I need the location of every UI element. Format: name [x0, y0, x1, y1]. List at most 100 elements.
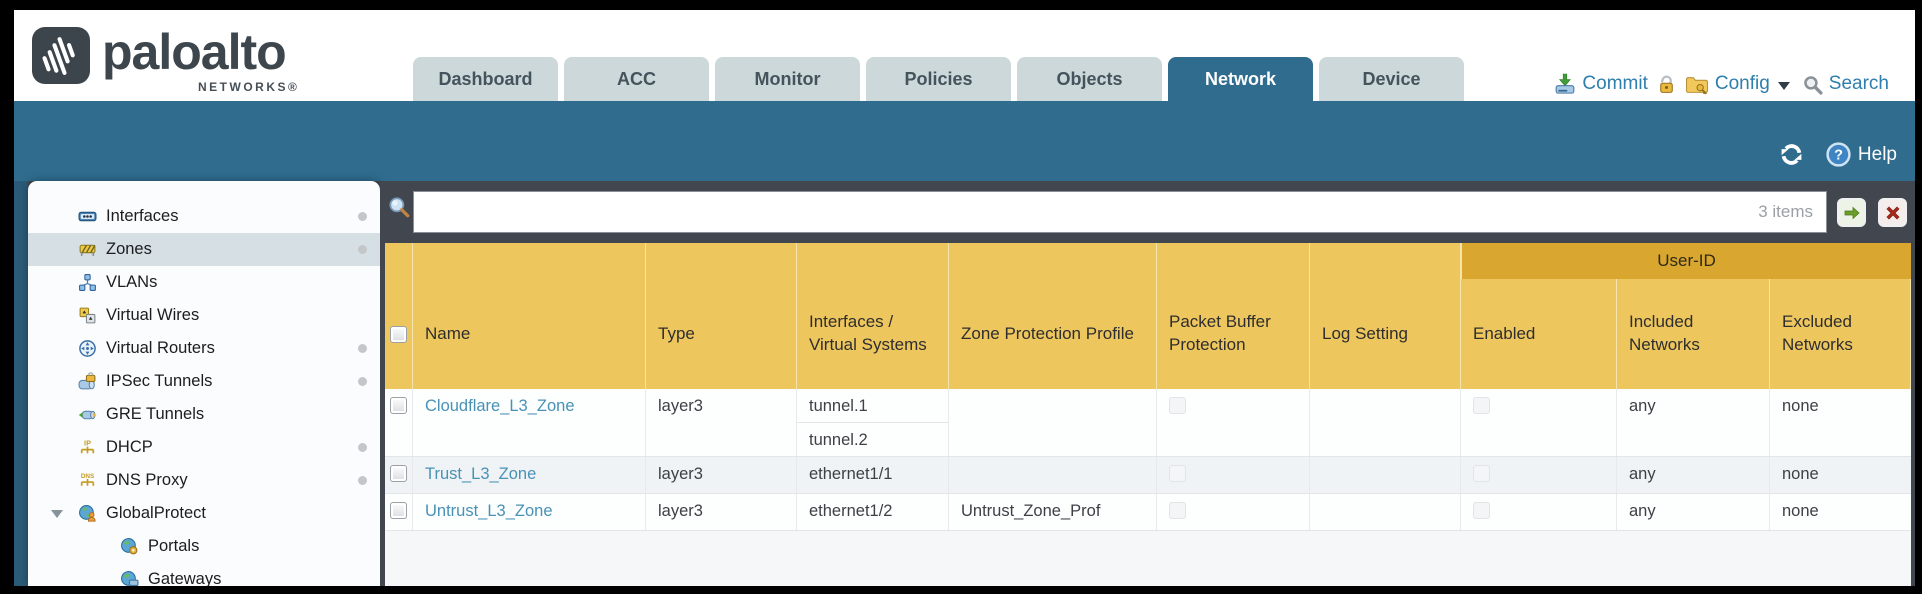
green-arrow-icon: [1843, 204, 1861, 222]
sidebar-item-globalprotect[interactable]: GlobalProtect: [28, 497, 380, 530]
row-checkbox[interactable]: [390, 465, 407, 482]
column-header-label: Name: [425, 323, 471, 343]
gre-tunnels-icon: [78, 405, 97, 424]
virtual-routers-icon: [78, 339, 97, 358]
excluded-networks-cell: none: [1782, 397, 1819, 415]
zones-table: Name Type Interfaces / Virtual Systems Zone…: [385, 243, 1911, 586]
sidebar-item-gateways[interactable]: Gateways: [28, 563, 380, 586]
select-all-checkbox[interactable]: [390, 325, 407, 343]
virtual-wires-icon: [78, 306, 97, 325]
user-id-enabled-cell: [1461, 389, 1617, 456]
group-header-label: User-ID: [1657, 251, 1716, 270]
ipsec-tunnels-icon: [78, 372, 97, 391]
sidebar-item-label: GRE Tunnels: [106, 405, 205, 423]
chevron-down-icon: [1777, 82, 1790, 90]
user-id-group-header: User-ID: [1461, 243, 1911, 279]
lock-icon[interactable]: [1656, 74, 1677, 95]
table-header: Name Type Interfaces / Virtual Systems Zone…: [385, 243, 1911, 389]
config-folder-key-icon: [1685, 74, 1709, 95]
user-id-enabled-cell: [1461, 457, 1617, 493]
sidebar-item-gre-tunnels[interactable]: GRE Tunnels: [28, 398, 380, 431]
sidebar-item-virtual-wires[interactable]: Virtual Wires: [28, 299, 380, 332]
svg-text:?: ?: [1834, 148, 1843, 164]
tab-network[interactable]: Network: [1168, 57, 1313, 101]
excluded-networks-cell: none: [1782, 465, 1819, 483]
packet-buffer-protection-cell: [1157, 457, 1310, 493]
row-select-cell: [385, 494, 413, 530]
column-header-zone-protection-profile[interactable]: Zone Protection Profile: [949, 243, 1157, 389]
row-checkbox[interactable]: [390, 502, 407, 519]
column-header-excluded-networks[interactable]: Excluded Networks: [1770, 243, 1911, 389]
commit-button[interactable]: Commit: [1554, 73, 1648, 95]
clear-filter-button[interactable]: [1878, 198, 1907, 227]
zone-name-link[interactable]: Cloudflare_L3_Zone: [425, 397, 575, 415]
excluded-networks-cell: none: [1782, 502, 1819, 520]
red-x-icon: [1884, 204, 1902, 222]
user-id-enabled-checkbox: [1473, 502, 1490, 519]
sidebar-item-zones[interactable]: Zones: [28, 233, 380, 266]
included-networks-cell: any: [1617, 494, 1770, 530]
packet-buffer-protection-cell: [1157, 389, 1310, 456]
help-label: Help: [1857, 143, 1897, 165]
zones-icon: [78, 240, 97, 259]
column-header-label: Interfaces / Virtual Systems: [809, 312, 927, 354]
tab-device[interactable]: Device: [1319, 57, 1464, 101]
sidebar-item-label: DHCP: [106, 438, 153, 456]
sidebar-item-virtual-routers[interactable]: Virtual Routers: [28, 332, 380, 365]
column-header-included-networks[interactable]: Included Networks: [1617, 243, 1770, 389]
filter-search-icon: [387, 195, 411, 219]
filter-input[interactable]: [413, 191, 1827, 233]
column-header-packet-buffer-protection[interactable]: Packet Buffer Protection: [1157, 243, 1310, 389]
packet-buffer-checkbox: [1169, 502, 1186, 519]
global-search-button[interactable]: Search: [1802, 73, 1889, 95]
tab-policies[interactable]: Policies: [866, 57, 1011, 101]
portals-icon: [120, 537, 139, 556]
brand-name: paloalto: [102, 24, 287, 80]
included-networks-cell: any: [1617, 389, 1770, 456]
paloalto-logo-icon: [32, 27, 90, 84]
sidebar-item-vlans[interactable]: VLANs: [28, 266, 380, 299]
teal-toolbar-band: ? Help: [14, 101, 1915, 181]
column-header-interfaces[interactable]: Interfaces / Virtual Systems: [797, 243, 949, 389]
tab-objects[interactable]: Objects: [1017, 57, 1162, 101]
zone-type-cell: layer3: [646, 389, 797, 456]
sidebar-item-interfaces[interactable]: Interfaces: [28, 200, 380, 233]
column-header-label: Included Networks: [1629, 312, 1700, 354]
apply-filter-button[interactable]: [1837, 198, 1866, 227]
brand-subtitle: NETWORKS®: [198, 80, 300, 94]
expand-triangle-icon[interactable]: [51, 510, 63, 518]
column-header-enabled[interactable]: Enabled: [1461, 243, 1617, 389]
sidebar-item-label: IPSec Tunnels: [106, 372, 213, 390]
included-networks-cell: any: [1617, 457, 1770, 493]
tab-acc[interactable]: ACC: [564, 57, 709, 101]
header-actions: Commit Config: [1554, 67, 1889, 101]
row-select-cell: [385, 457, 413, 493]
tab-dashboard[interactable]: Dashboard: [413, 57, 558, 101]
tab-monitor[interactable]: Monitor: [715, 57, 860, 101]
config-label: Config: [1714, 73, 1770, 94]
column-header-type[interactable]: Type: [646, 243, 797, 389]
column-header-label: Zone Protection Profile: [961, 323, 1134, 343]
column-header-name[interactable]: Name: [413, 243, 646, 389]
column-header-log-setting[interactable]: Log Setting: [1310, 243, 1461, 389]
log-setting-cell: [1310, 494, 1461, 530]
help-button[interactable]: ? Help: [1825, 141, 1897, 168]
config-menu-button[interactable]: Config: [1685, 73, 1794, 95]
vlans-icon: [78, 273, 97, 292]
user-id-enabled-checkbox: [1473, 397, 1490, 414]
sidebar-item-ipsec-tunnels[interactable]: IPSec Tunnels: [28, 365, 380, 398]
refresh-icon[interactable]: [1778, 141, 1805, 168]
sidebar-item-portals[interactable]: Portals: [28, 530, 380, 563]
zone-name-link[interactable]: Trust_L3_Zone: [425, 465, 537, 483]
row-checkbox[interactable]: [390, 397, 407, 414]
interfaces-icon: [78, 207, 97, 226]
zone-name-link[interactable]: Untrust_L3_Zone: [425, 502, 553, 520]
